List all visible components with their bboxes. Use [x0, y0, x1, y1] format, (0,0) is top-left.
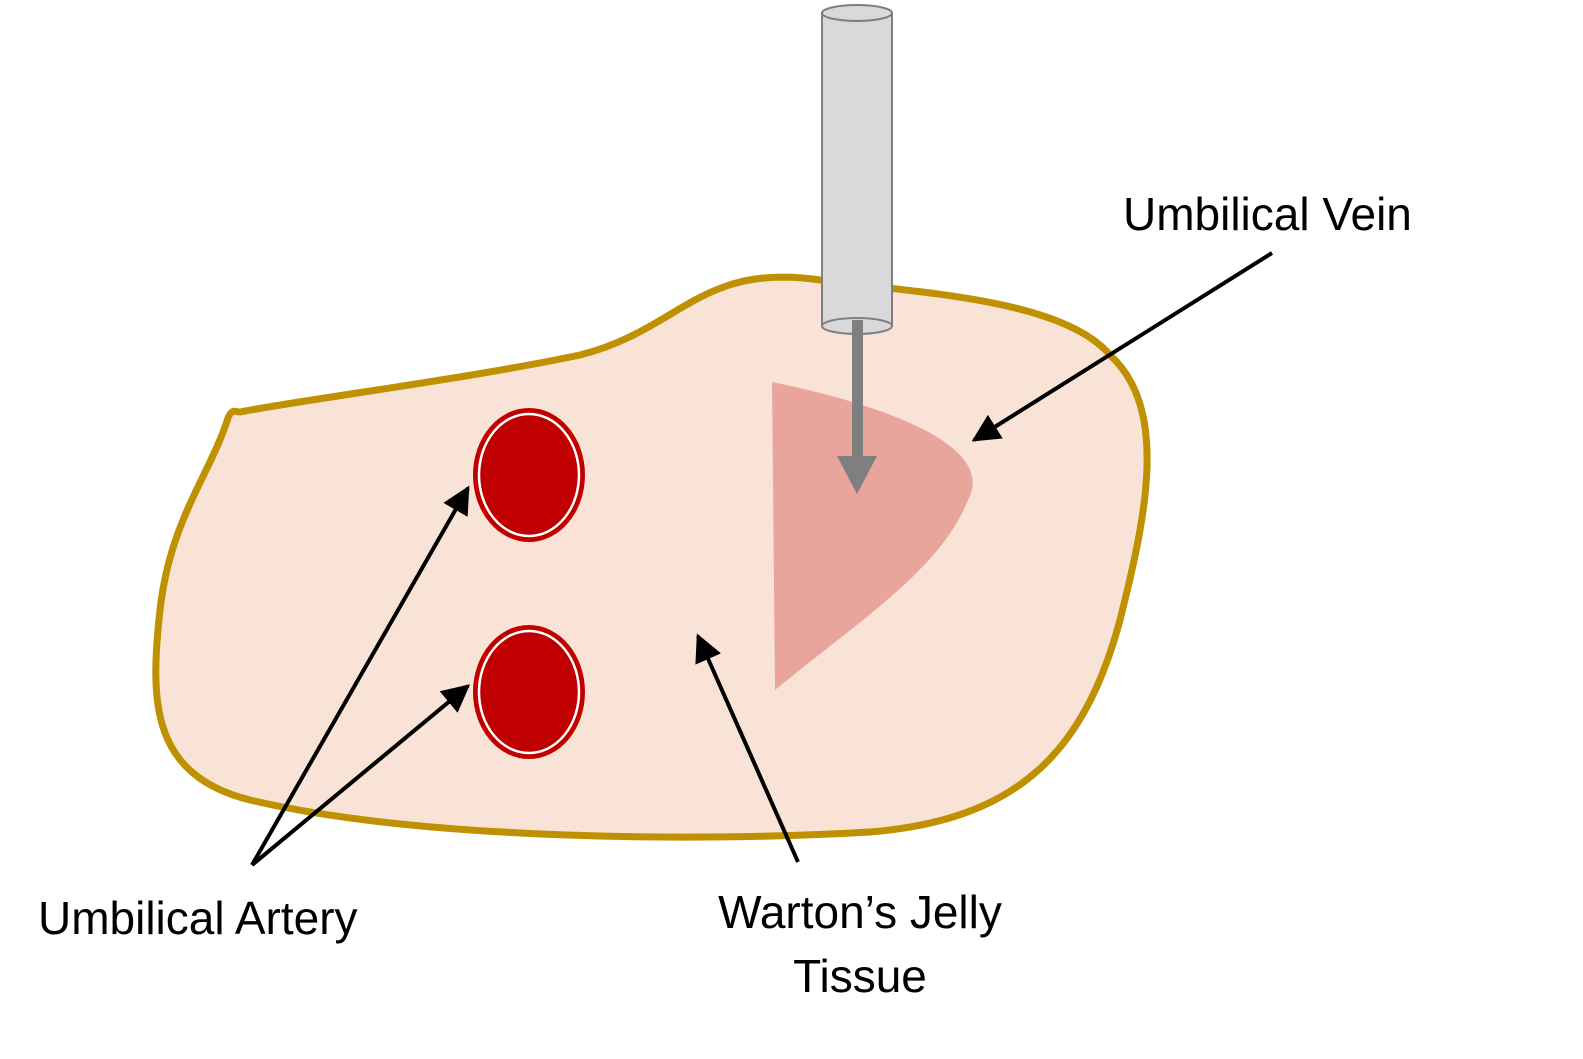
wharton-jelly-label: Warton’s Jelly Tissue — [640, 880, 1080, 1009]
umbilical-vein-label: Umbilical Vein — [1123, 188, 1412, 240]
artery-pointer-arrow-bottom — [250, 684, 471, 867]
umbilical-vein-shape — [772, 382, 973, 690]
injection-arrow — [837, 320, 877, 494]
wharton-jelly-tissue — [152, 273, 1151, 841]
artery-pointer-arrow-top — [250, 485, 470, 866]
umbilical-artery-label: Umbilical Artery — [38, 892, 358, 944]
umbilical-artery-bottom — [473, 625, 585, 759]
wharton-jelly-label-line1: Warton’s Jelly — [718, 886, 1002, 938]
jelly-pointer-arrow — [695, 633, 800, 863]
vein-pointer-arrow — [971, 251, 1274, 442]
needle-cannula — [821, 4, 893, 335]
umbilical-artery-top — [473, 408, 585, 542]
wharton-jelly-label-line2: Tissue — [793, 950, 927, 1003]
